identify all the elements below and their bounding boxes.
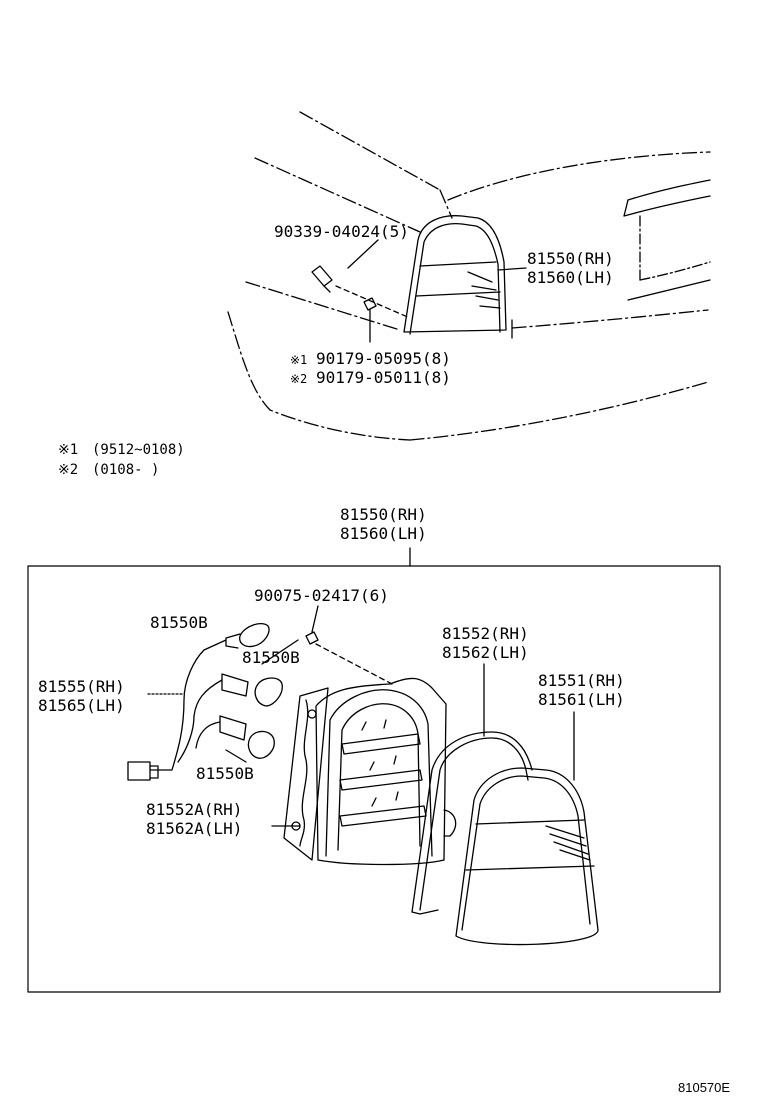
socket-middle-part-number: 81550B	[242, 648, 300, 667]
note-range-1: (9512~0108)	[92, 442, 185, 458]
bulb-small	[311, 265, 333, 293]
screw-part-number-2: 90179-05011(8)	[316, 368, 451, 387]
screw-part-number-1: 90179-05095(8)	[316, 349, 451, 368]
lamp-housing	[283, 677, 457, 866]
gasket-lh-part-number: 81562(LH)	[442, 643, 529, 662]
gasket-rh-part-number: 81552(RH)	[442, 624, 529, 643]
note-range-2: (0108- )	[92, 462, 160, 478]
harness-lh-part-number: 81565(LH)	[38, 696, 125, 715]
socket-bulb-middle	[221, 639, 299, 707]
screw-small	[363, 297, 377, 343]
lamp-gasket	[411, 663, 533, 915]
harness-rh-part-number: 81555(RH)	[38, 677, 125, 696]
lamp-lens	[455, 711, 599, 946]
trunk-lid-molding	[623, 179, 711, 301]
assembly-rh-part-number: 81550(RH)	[340, 505, 427, 524]
socket-bottom-part-number: 81550B	[196, 764, 254, 783]
figure-code: 810570E	[678, 1080, 731, 1095]
wire-harness	[127, 649, 223, 781]
lens-rh-part-number: 81551(RH)	[538, 671, 625, 690]
housing-lh-part-number: 81562A(LH)	[146, 819, 243, 838]
assembly-lh-part-number: 81560(LH)	[340, 524, 427, 543]
screw-note-mark-1: ※1	[290, 353, 308, 367]
lens-lh-part-number: 81561(LH)	[538, 690, 625, 709]
socket-top-part-number: 81550B	[150, 613, 208, 632]
socket-bulb-bottom	[219, 715, 275, 763]
note-mark-2: ※2	[58, 462, 79, 478]
socket-bulb-top	[203, 622, 270, 651]
tail-lamp-lh-part-number: 81560(LH)	[527, 268, 614, 287]
bulb-part-number: 90339-04024(5)	[274, 222, 409, 241]
exploded-view-frame	[27, 565, 721, 993]
tail-lamp-rh-part-number: 81550(RH)	[527, 249, 614, 268]
housing-rh-part-number: 81552A(RH)	[146, 800, 243, 819]
vehicle-body-outline	[227, 111, 711, 441]
installed-tail-lamp	[403, 215, 507, 335]
screw-90075-part-number: 90075-02417(6)	[254, 586, 389, 605]
screw-note-mark-2: ※2	[290, 372, 308, 386]
note-mark-1: ※1	[58, 442, 79, 458]
screw-90075	[305, 605, 393, 685]
